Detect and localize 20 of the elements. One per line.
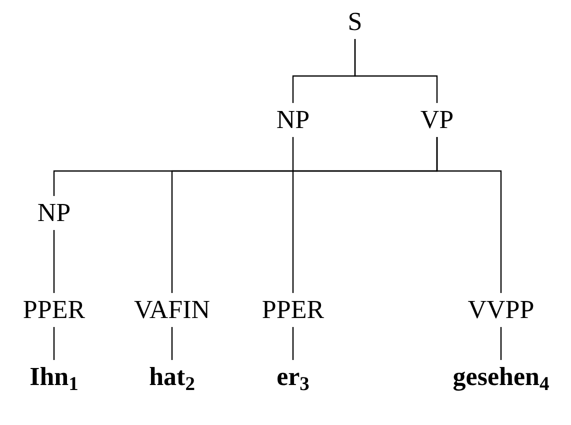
category-label: NP <box>276 107 310 133</box>
word-token: Ihn$_{1}$ <box>30 364 78 390</box>
category-label: S <box>348 9 362 35</box>
tree-branch <box>436 137 502 293</box>
tree-branch <box>354 39 438 103</box>
category-label: VVPP <box>468 297 534 323</box>
category-label: PPER <box>262 297 324 323</box>
tree-branch <box>500 327 502 360</box>
tree-branch <box>171 327 173 360</box>
category-label: VAFIN <box>134 297 210 323</box>
category-label: PPER <box>22 297 86 323</box>
tree-branch <box>53 230 55 293</box>
word-token: gesehen$_{4}$ <box>452 364 550 390</box>
tree-branch <box>292 327 294 360</box>
word-token: hat$_{2}$ <box>149 364 195 390</box>
word-token: er$_{3}$ <box>276 364 310 390</box>
category-label: NP <box>37 200 71 226</box>
tree-branch <box>292 137 294 293</box>
category-label: VP <box>420 107 454 133</box>
tree-branch <box>53 327 55 360</box>
